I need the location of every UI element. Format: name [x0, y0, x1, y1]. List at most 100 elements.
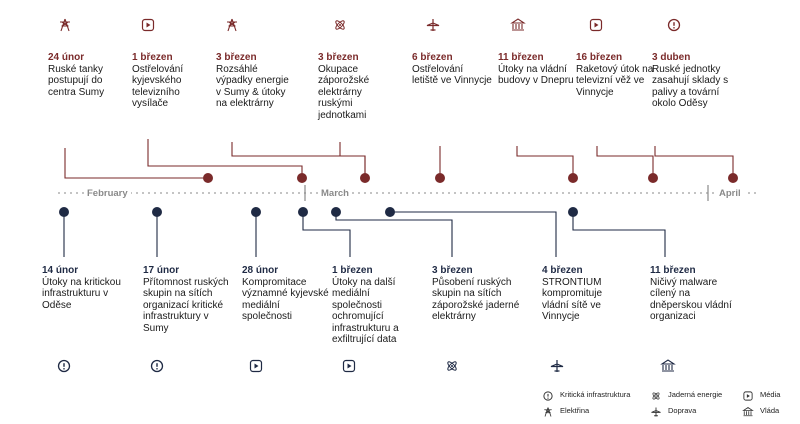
top-connector — [596, 146, 654, 178]
month-label: April — [716, 188, 744, 199]
alert-icon — [150, 359, 164, 373]
bottom-connector — [302, 212, 351, 257]
bottom-connector — [335, 212, 453, 257]
bottom-event-dot — [298, 207, 308, 217]
bottom-event-dot — [568, 207, 578, 217]
nuclear-atom-icon — [446, 360, 458, 372]
top-event-dot — [435, 173, 445, 183]
event-date: 1 březen — [332, 265, 373, 276]
bottom-connector — [572, 212, 666, 257]
media-play-icon — [743, 391, 753, 401]
top-connector — [64, 148, 208, 179]
event-date: 4 březen — [542, 265, 583, 276]
event-date: 11 březen — [650, 265, 696, 276]
bottom-connector — [390, 211, 557, 257]
top-event-dot — [728, 173, 738, 183]
event-text: Rozsáhlé výpadky energie v Sumy & útoky … — [216, 63, 289, 110]
legend-label: Kritická infrastruktura — [560, 390, 631, 399]
event-date: 3 duben — [652, 52, 691, 63]
top-connector — [516, 146, 574, 178]
event-text: Útoky na vládní budovy v Dnepru — [498, 63, 574, 87]
legend-label: Elektřina — [560, 406, 590, 415]
event-text: Ruské tanky postupují do centra Sumy — [48, 63, 105, 98]
alert-icon — [667, 18, 681, 32]
event-text: Kompromitace významné kyjevské mediální … — [242, 276, 329, 323]
event-date: 3 březen — [216, 52, 257, 63]
media-play-icon — [589, 18, 603, 32]
alert-icon — [543, 391, 553, 401]
government-building-icon — [743, 407, 753, 417]
electricity-pylon-icon — [59, 18, 71, 32]
top-connector — [339, 142, 366, 178]
event-date: 24 únor — [48, 52, 85, 63]
event-date: 11 březen — [498, 52, 544, 63]
event-text: Ruské jednotky zasahují sklady s palivy … — [652, 63, 729, 110]
event-text: Přítomnost ruských skupin na sítích orga… — [143, 276, 229, 334]
bottom-event-dot — [152, 207, 162, 217]
event-date: 1 březen — [132, 52, 173, 63]
media-play-icon — [249, 359, 263, 373]
top-event-dot — [360, 173, 370, 183]
alert-icon — [57, 359, 71, 373]
top-connector — [147, 139, 303, 178]
event-text: Ostřelování kyjevského televizního vysíl… — [132, 63, 184, 110]
event-date: 3 březen — [432, 265, 473, 276]
airplane-icon — [426, 18, 440, 32]
airplane-icon — [651, 407, 661, 417]
legend-label: Média — [760, 390, 781, 399]
month-label: March — [318, 188, 352, 199]
airplane-icon — [550, 359, 564, 373]
top-connector — [231, 142, 366, 178]
month-label: February — [84, 188, 131, 199]
event-date: 17 únor — [143, 265, 180, 276]
bottom-event-dot — [331, 207, 341, 217]
event-text: Útoky na další mediální společnosti ochr… — [332, 276, 399, 346]
top-event-dot — [203, 173, 213, 183]
bottom-event-dot — [385, 207, 395, 217]
event-text: Útoky na kritickou infrastrukturu v Oděs… — [42, 276, 121, 311]
nuclear-atom-icon — [334, 19, 346, 31]
event-date: 3 březen — [318, 52, 359, 63]
legend-label: Doprava — [668, 406, 697, 415]
media-play-icon — [141, 18, 155, 32]
event-text: Ostřelování letiště ve Vinnycje — [412, 63, 492, 87]
event-text: STRONTIUM kompromituje vládní sítě ve Vi… — [542, 276, 603, 323]
electricity-pylon-icon — [226, 18, 238, 32]
top-connector — [654, 146, 734, 178]
electricity-pylon-icon — [543, 407, 553, 417]
event-date: 6 březen — [412, 52, 453, 63]
top-event-dot — [568, 173, 578, 183]
legend-label: Vláda — [760, 406, 780, 415]
top-event-dot — [648, 173, 658, 183]
event-date: 28 únor — [242, 265, 279, 276]
event-text: Ničivý malware cílený na dněperskou vlád… — [650, 276, 732, 323]
government-building-icon — [511, 18, 525, 31]
top-event-dot — [297, 173, 307, 183]
government-building-icon — [661, 359, 675, 372]
event-text: Okupace záporožské elektrárny ruskými je… — [318, 63, 370, 121]
event-text: Působení ruských skupin na sítích záporo… — [432, 276, 520, 323]
event-text: Raketový útok na televizní věž ve Vinnyc… — [576, 63, 654, 98]
bottom-event-dot — [251, 207, 261, 217]
event-date: 14 únor — [42, 265, 79, 276]
bottom-event-dot — [59, 207, 69, 217]
legend-label: Jaderná energie — [668, 390, 723, 399]
event-date: 16 březen — [576, 52, 623, 63]
nuclear-atom-icon — [651, 391, 661, 401]
